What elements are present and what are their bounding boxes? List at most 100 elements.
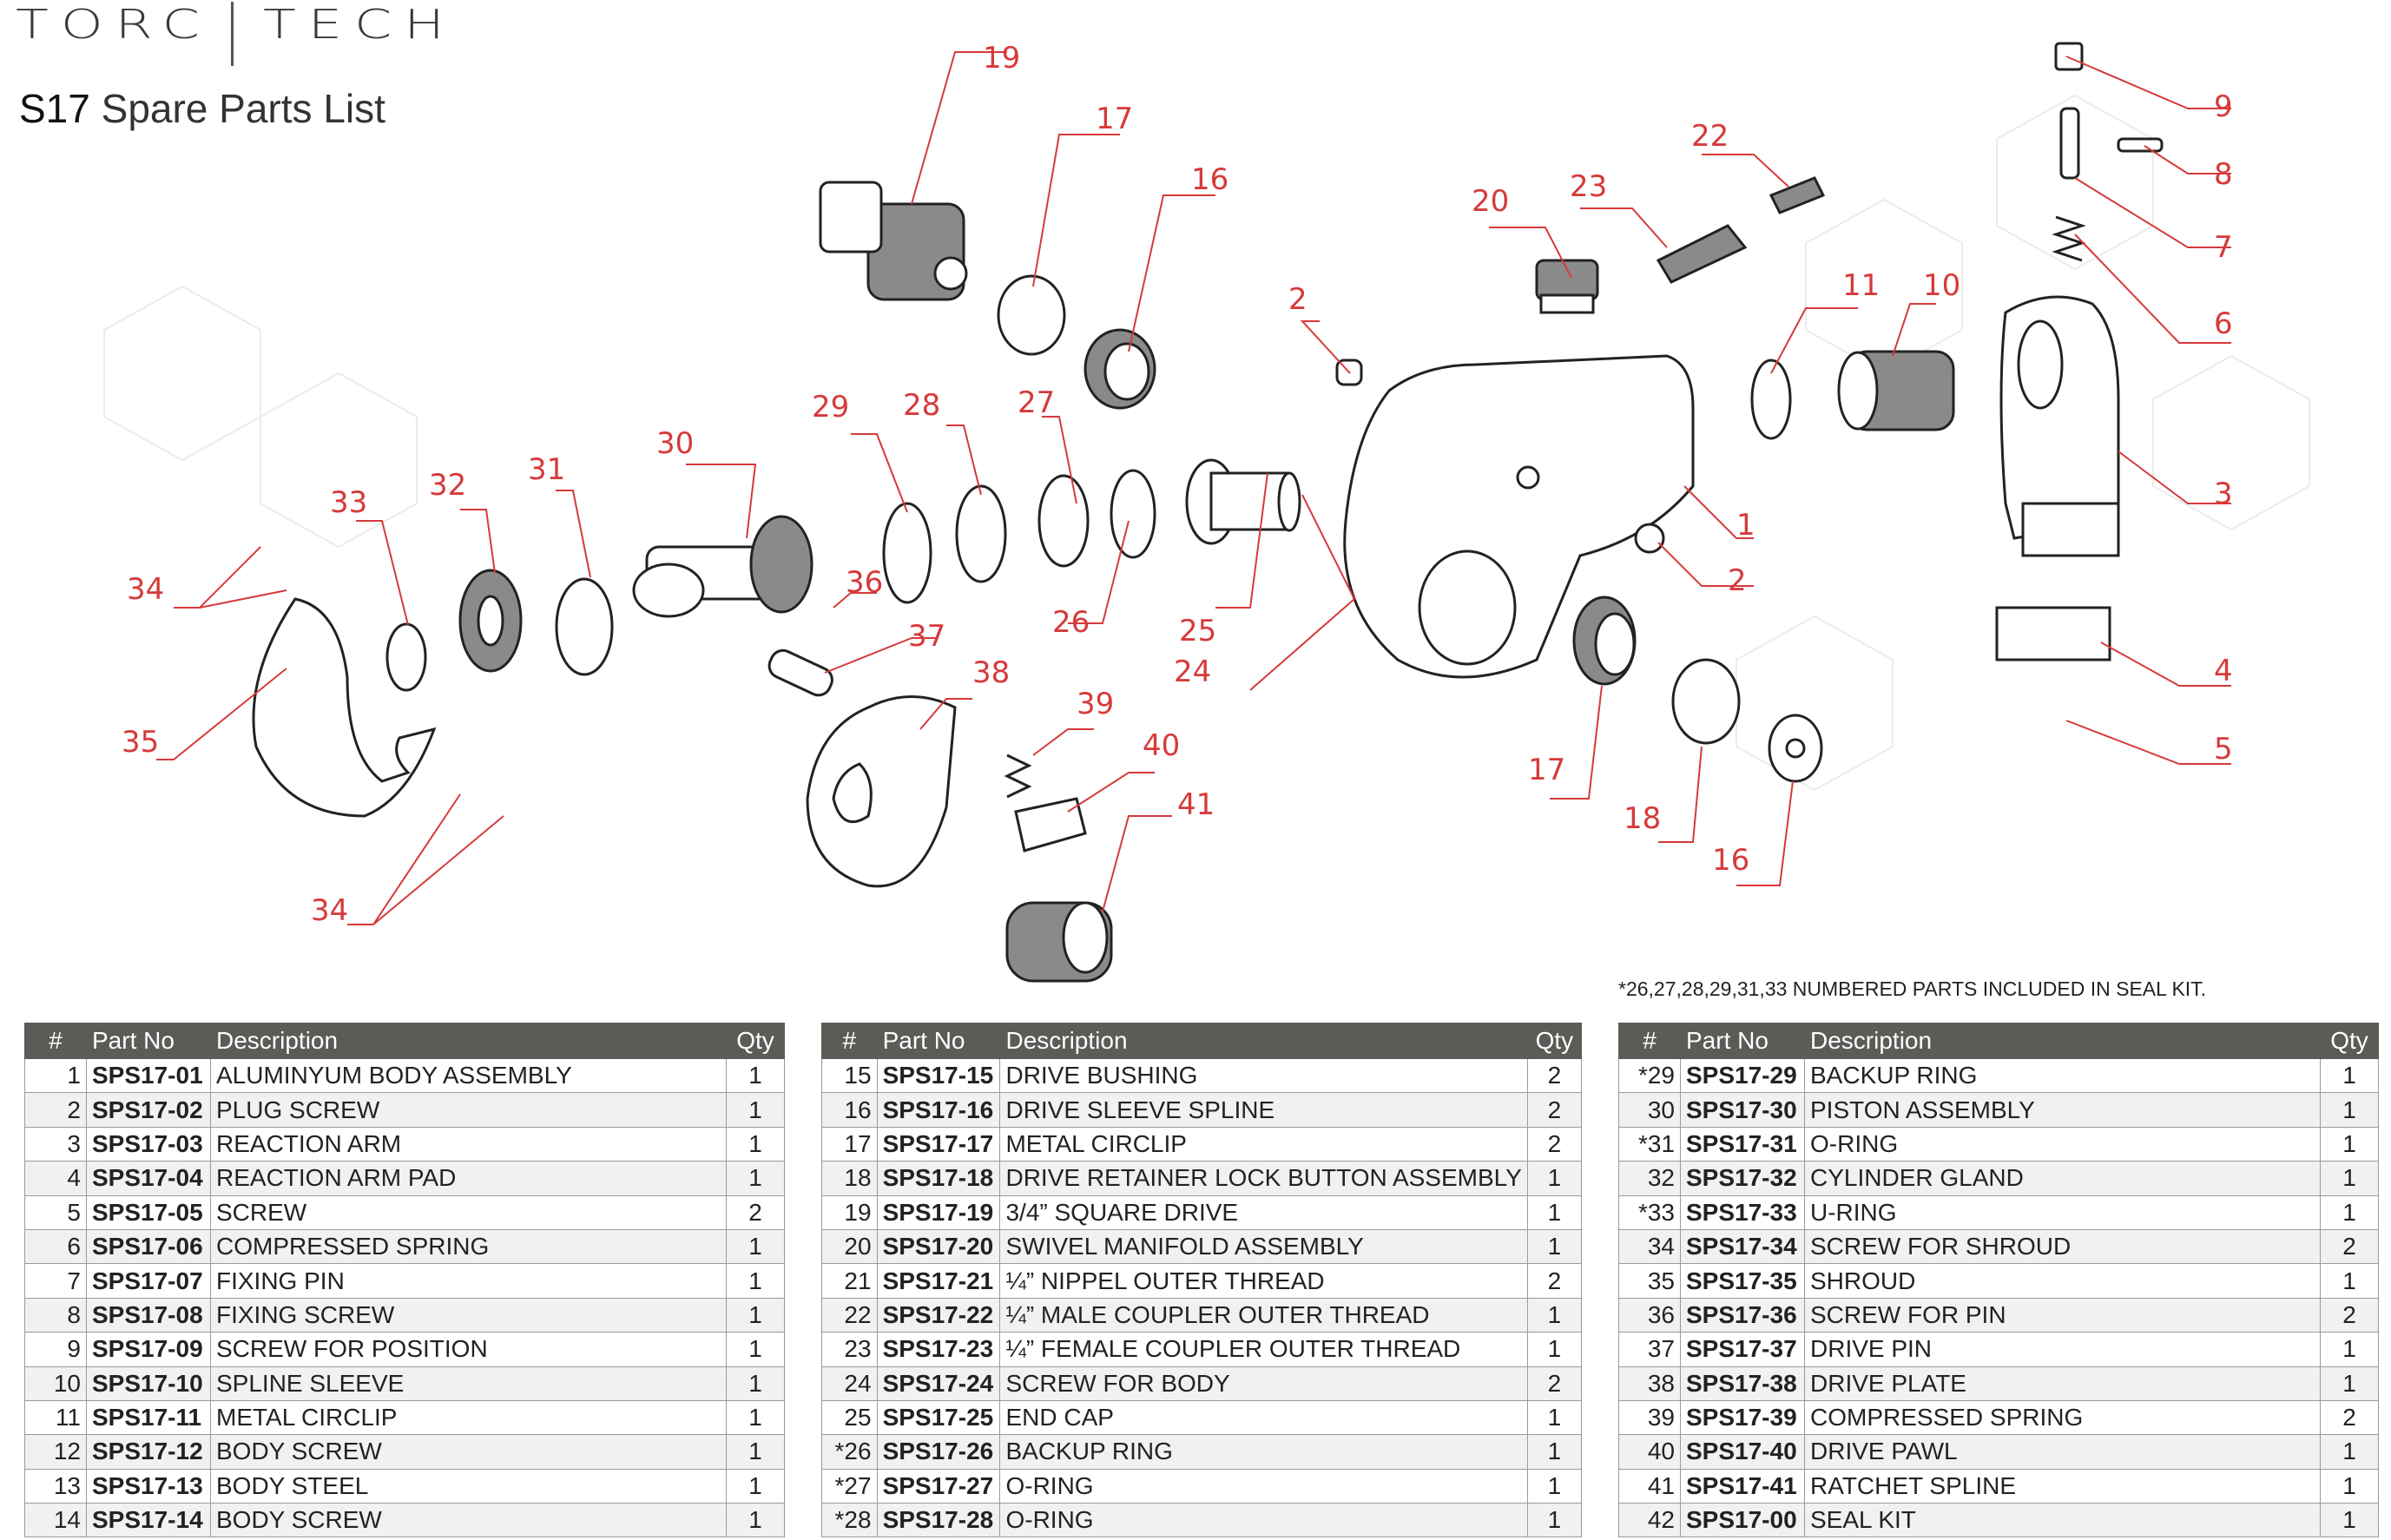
qty-cell: 1 bbox=[2320, 1057, 2379, 1094]
table-header-row: # Part No Description Qty bbox=[24, 1023, 785, 1059]
callout-label: 4 bbox=[2214, 654, 2233, 688]
column-header-qty: Qty bbox=[726, 1023, 785, 1059]
callout-label: 8 bbox=[2214, 157, 2233, 192]
qty-cell: 2 bbox=[1526, 1263, 1583, 1299]
description-cell: DRIVE PLATE bbox=[1804, 1366, 2321, 1401]
part-u-ring bbox=[385, 622, 427, 692]
description-cell: PISTON ASSEMBLY bbox=[1804, 1092, 2321, 1128]
qty-cell: 1 bbox=[2320, 1503, 2379, 1538]
part-o-ring-31 bbox=[555, 577, 614, 676]
part-drive-pin bbox=[767, 648, 833, 697]
part-o-ring-28 bbox=[955, 484, 1007, 583]
part-number-cell: 3 bbox=[24, 1126, 87, 1162]
label-leader-lines bbox=[156, 51, 2231, 925]
description-cell: PLUG SCREW bbox=[210, 1092, 727, 1128]
qty-cell: 1 bbox=[726, 1503, 785, 1538]
callout-label: 24 bbox=[1174, 655, 1211, 689]
part-reaction-arm-pad bbox=[1995, 606, 2111, 661]
part-number-cell: 21 bbox=[821, 1263, 878, 1299]
description-cell: METAL CIRCLIP bbox=[210, 1399, 727, 1436]
part-number-cell: 5 bbox=[24, 1194, 87, 1230]
qty-cell: 1 bbox=[2320, 1263, 2379, 1299]
part-o-ring-27 bbox=[1037, 474, 1090, 568]
part-number-cell: 4 bbox=[24, 1161, 87, 1196]
part-number-cell: 9 bbox=[24, 1332, 87, 1367]
description-cell: SHROUD bbox=[1804, 1263, 2321, 1299]
part-number-cell: 11 bbox=[24, 1399, 87, 1436]
description-cell: RATCHET SPLINE bbox=[1804, 1468, 2321, 1504]
qty-cell: 1 bbox=[1526, 1503, 1583, 1538]
part-no-cell: SPS17-20 bbox=[876, 1228, 1001, 1265]
part-number-cell: 37 bbox=[1618, 1332, 1681, 1367]
callout-label: 17 bbox=[1096, 102, 1133, 136]
qty-cell: 2 bbox=[1526, 1366, 1583, 1401]
qty-cell: 1 bbox=[726, 1468, 785, 1504]
part-metal-circlip bbox=[1750, 359, 1792, 440]
callout-label: 28 bbox=[903, 388, 940, 423]
qty-cell: 1 bbox=[2320, 1161, 2379, 1196]
callout-label: 20 bbox=[1472, 184, 1509, 219]
part-plug-screw-lower bbox=[1634, 523, 1665, 554]
part-number-cell: 6 bbox=[24, 1228, 87, 1265]
part-no-cell: SPS17-41 bbox=[1680, 1468, 1805, 1504]
description-cell: SCREW bbox=[210, 1194, 727, 1230]
part-piston-assembly bbox=[632, 515, 813, 618]
part-number-cell: 24 bbox=[821, 1366, 878, 1401]
part-fixing-pin bbox=[2059, 107, 2080, 180]
description-cell: DRIVE BUSHING bbox=[999, 1057, 1528, 1094]
callout-label: 38 bbox=[972, 655, 1010, 690]
table-header-row: # Part No Description Qty bbox=[821, 1023, 1583, 1059]
part-number-cell: *28 bbox=[821, 1503, 878, 1538]
qty-cell: 2 bbox=[1526, 1126, 1583, 1162]
column-header-part-no: Part No bbox=[1680, 1023, 1805, 1059]
part-compressed-spring bbox=[2052, 215, 2086, 262]
part-number-cell: 14 bbox=[24, 1503, 87, 1538]
qty-cell: 1 bbox=[1526, 1468, 1583, 1504]
part-no-cell: SPS17-34 bbox=[1680, 1228, 1805, 1265]
part-number-cell: 17 bbox=[821, 1126, 878, 1162]
description-cell: DRIVE PIN bbox=[1804, 1332, 2321, 1367]
qty-cell: 2 bbox=[2320, 1228, 2379, 1265]
part-no-cell: SPS17-18 bbox=[876, 1161, 1001, 1196]
qty-cell: 1 bbox=[726, 1399, 785, 1436]
qty-cell: 2 bbox=[726, 1194, 785, 1230]
part-backup-ring-29 bbox=[882, 502, 932, 604]
column-header-number: # bbox=[821, 1023, 878, 1059]
callout-label: 35 bbox=[122, 725, 159, 760]
callout-label: 17 bbox=[1528, 753, 1565, 787]
callout-label: 18 bbox=[1624, 801, 1661, 836]
part-no-cell: SPS17-30 bbox=[1680, 1092, 1805, 1128]
part-number-cell: 36 bbox=[1618, 1297, 1681, 1333]
part-no-cell: SPS17-00 bbox=[1680, 1503, 1805, 1538]
part-number-cell: 34 bbox=[1618, 1228, 1681, 1265]
seal-kit-note: *26,27,28,29,31,33 NUMBERED PARTS INCLUD… bbox=[1618, 977, 2207, 1000]
callout-label: 2 bbox=[1288, 282, 1307, 317]
qty-cell: 1 bbox=[2320, 1434, 2379, 1470]
description-cell: O-RING bbox=[1804, 1126, 2321, 1162]
part-number-cell: *29 bbox=[1618, 1057, 1681, 1094]
description-cell: BODY STEEL bbox=[210, 1468, 727, 1504]
part-number-cell: 18 bbox=[821, 1161, 878, 1196]
description-cell: O-RING bbox=[999, 1503, 1528, 1538]
part-drive-sleeve-spline-top bbox=[1084, 328, 1156, 410]
description-cell: REACTION ARM PAD bbox=[210, 1161, 727, 1196]
description-cell: COMPRESSED SPRING bbox=[210, 1228, 727, 1265]
description-cell: SCREW FOR PIN bbox=[1804, 1297, 2321, 1333]
qty-cell: 2 bbox=[1526, 1092, 1583, 1128]
qty-cell: 1 bbox=[2320, 1194, 2379, 1230]
column-header-description: Description bbox=[210, 1023, 727, 1059]
callout-label: 7 bbox=[2214, 230, 2233, 265]
page-title: S17 Spare Parts List bbox=[19, 85, 385, 132]
